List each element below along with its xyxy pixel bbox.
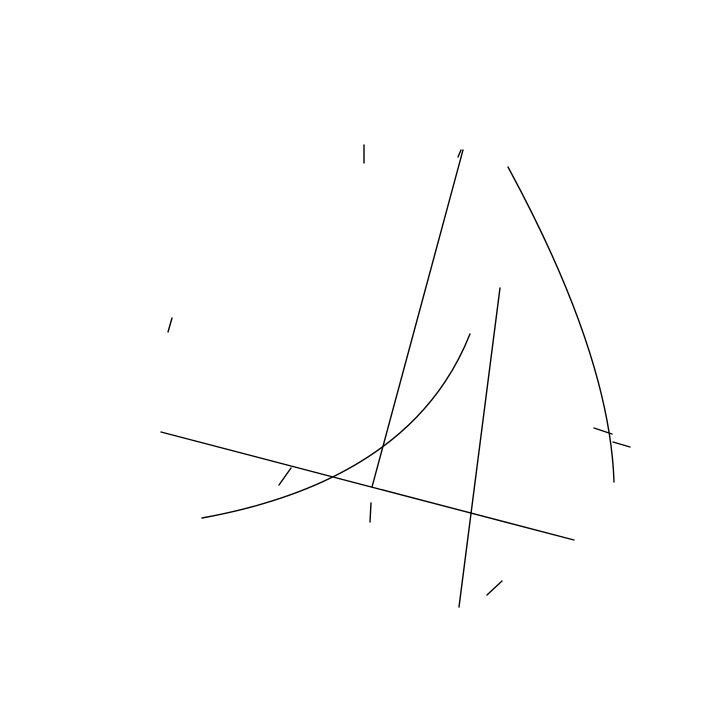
long-diagonal-line: [160, 431, 575, 541]
tall-left-line: [371, 149, 464, 488]
tick-bottom-right: [486, 580, 503, 596]
right-arc: [507, 166, 615, 483]
tick-top-right-hook: [457, 149, 462, 158]
tick-lower-left: [278, 467, 292, 486]
left-curve: [201, 333, 471, 519]
tick-right-1: [593, 427, 613, 435]
tick-right-2: [612, 441, 631, 448]
tall-right-line: [458, 287, 501, 608]
tick-center-bottom: [369, 502, 372, 523]
tick-left: [167, 317, 173, 333]
